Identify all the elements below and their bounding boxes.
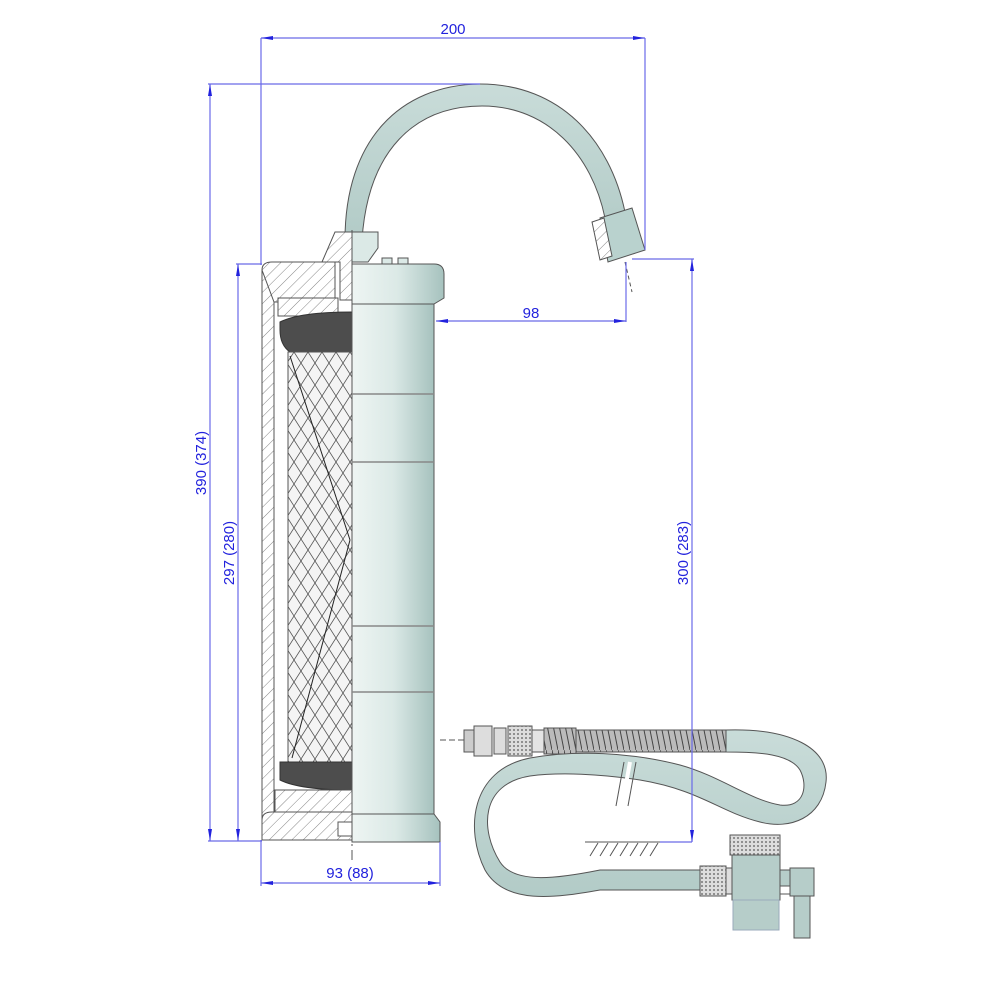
- label-total-height: 390 (374): [193, 431, 210, 495]
- label-spout-reach: 98: [523, 305, 540, 322]
- label-total-width: 200: [440, 21, 465, 38]
- housing-section: [261, 230, 353, 860]
- label-spout-height: 300 (283): [675, 521, 692, 585]
- gooseneck-spout: [344, 83, 626, 241]
- label-housing-height: 297 (280): [221, 521, 238, 585]
- label-housing-diameter: 93 (88): [326, 865, 374, 882]
- dimension-total-height: [208, 83, 480, 842]
- dimension-spout-height: [632, 258, 694, 843]
- dimension-housing-diameter: [260, 840, 441, 886]
- counter-surface: [585, 841, 660, 857]
- diverter-valve: [699, 834, 815, 939]
- dimension-spout-reach: [436, 262, 627, 323]
- dimension-total-width: [260, 36, 646, 265]
- housing-exterior: [351, 231, 445, 843]
- spout-nozzle: [591, 207, 646, 293]
- dimension-housing-height: [236, 263, 262, 841]
